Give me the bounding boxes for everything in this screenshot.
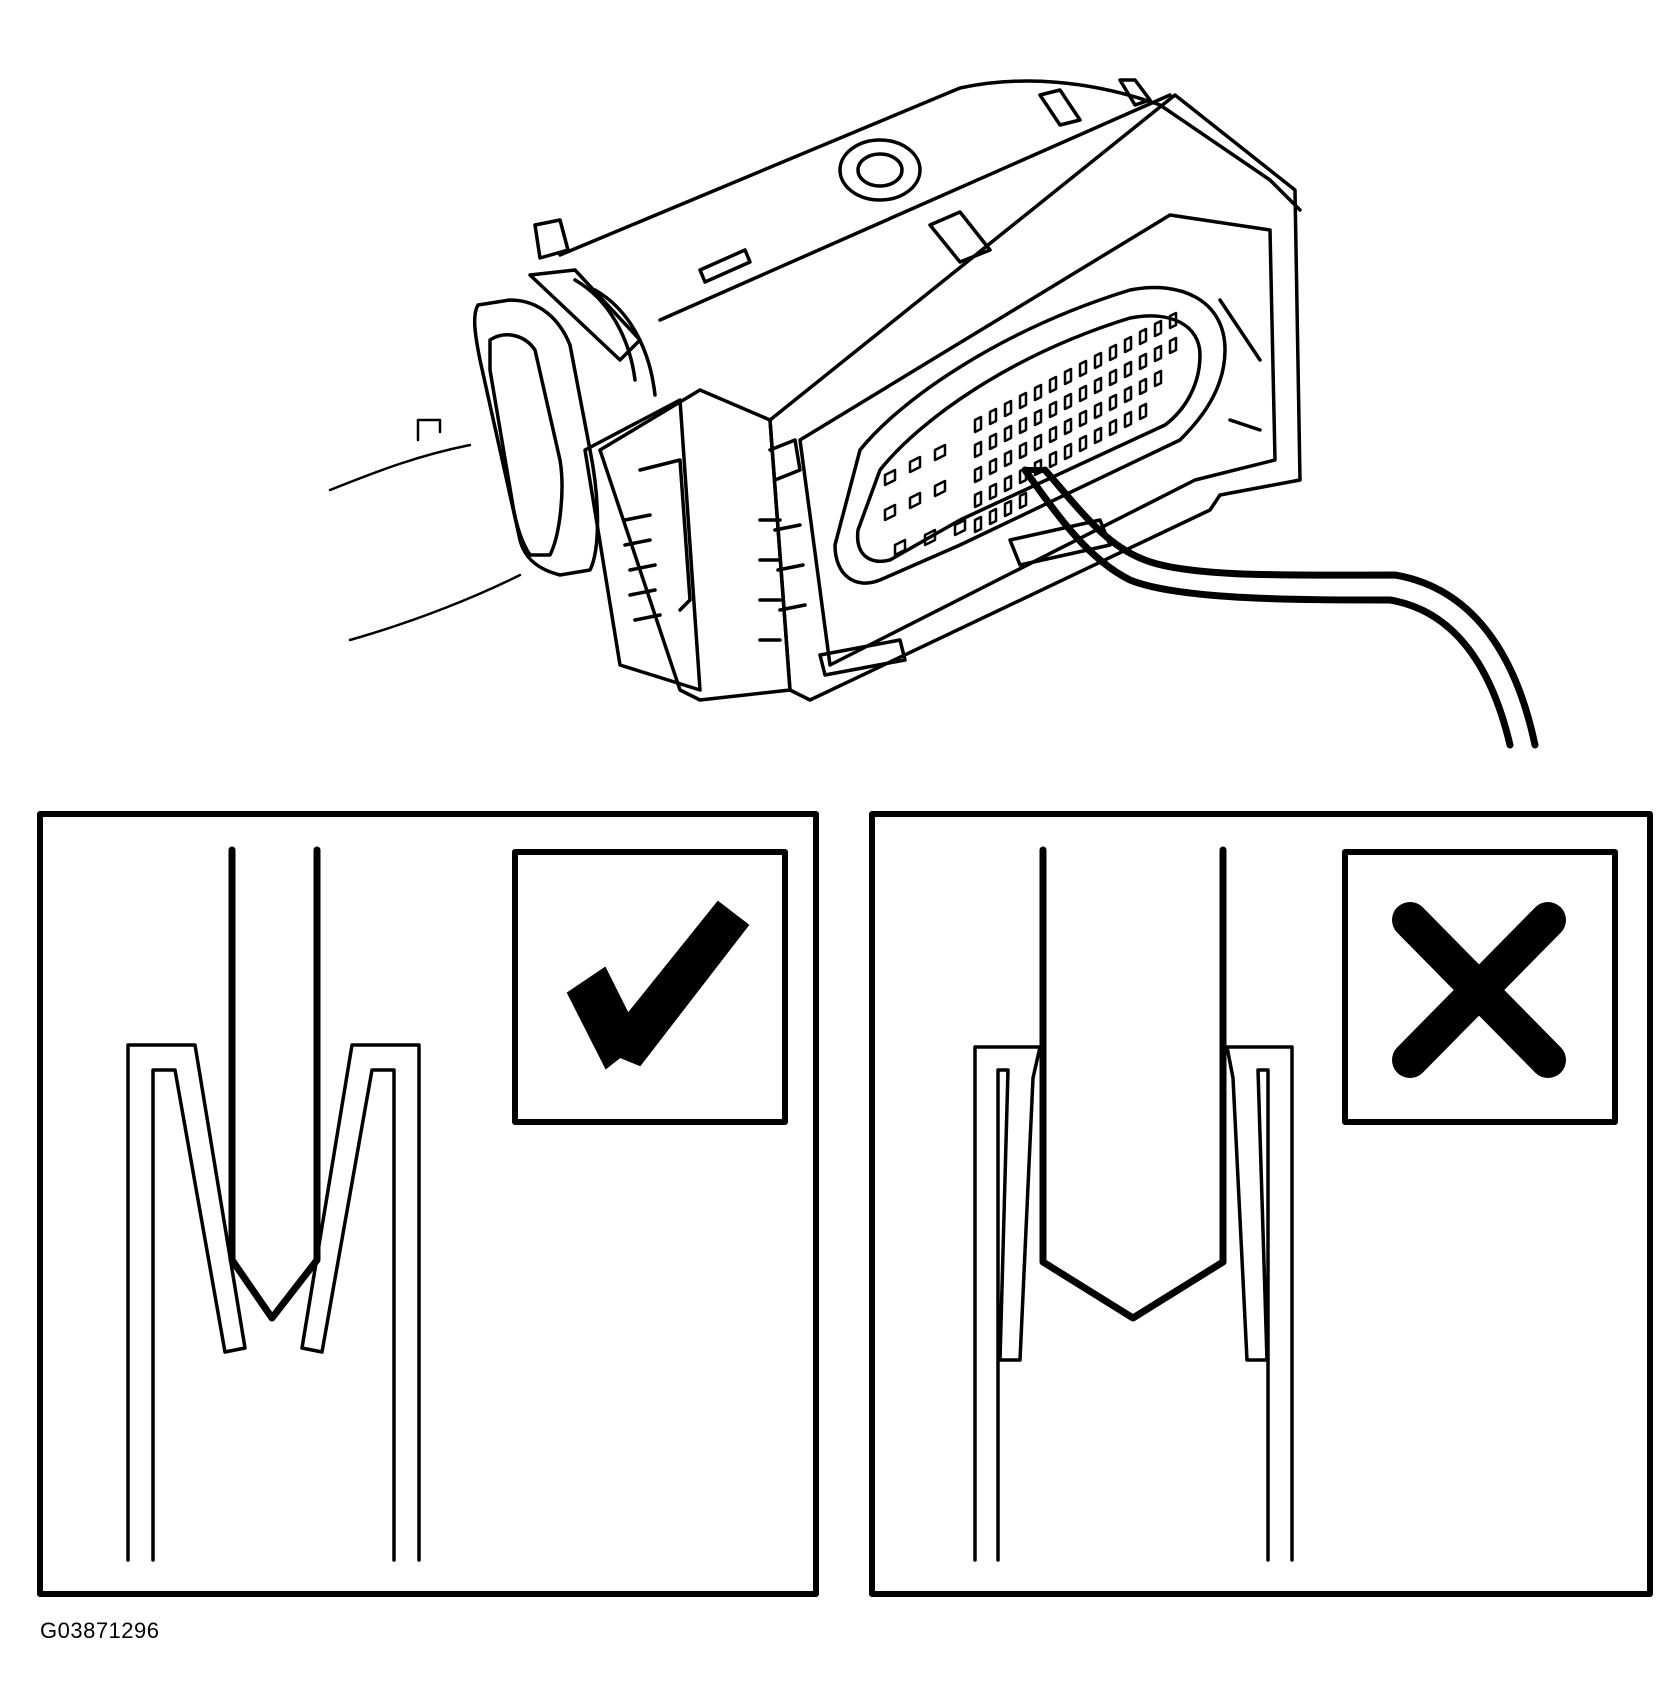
figure-id-label: G03871296 — [40, 1618, 160, 1643]
connector-illustration — [328, 78, 1539, 749]
panel-correct — [37, 811, 819, 1597]
test-probe — [1039, 846, 1227, 1322]
indicator-box-correct — [512, 849, 788, 1125]
rear-collar — [472, 218, 657, 577]
indicator-box-incorrect — [1342, 849, 1618, 1125]
terminal-contact — [973, 1045, 1294, 1562]
panel-incorrect — [869, 811, 1653, 1597]
test-probe-lead — [1021, 466, 1539, 749]
terminal-contact — [126, 1043, 421, 1562]
pin-insert — [833, 285, 1227, 585]
wire-harness — [328, 418, 522, 642]
test-probe — [228, 846, 321, 1322]
connector-housing — [558, 78, 1302, 702]
check-icon — [566, 900, 750, 1070]
pin-grid — [973, 311, 1178, 534]
cross-icon — [1392, 902, 1566, 1078]
